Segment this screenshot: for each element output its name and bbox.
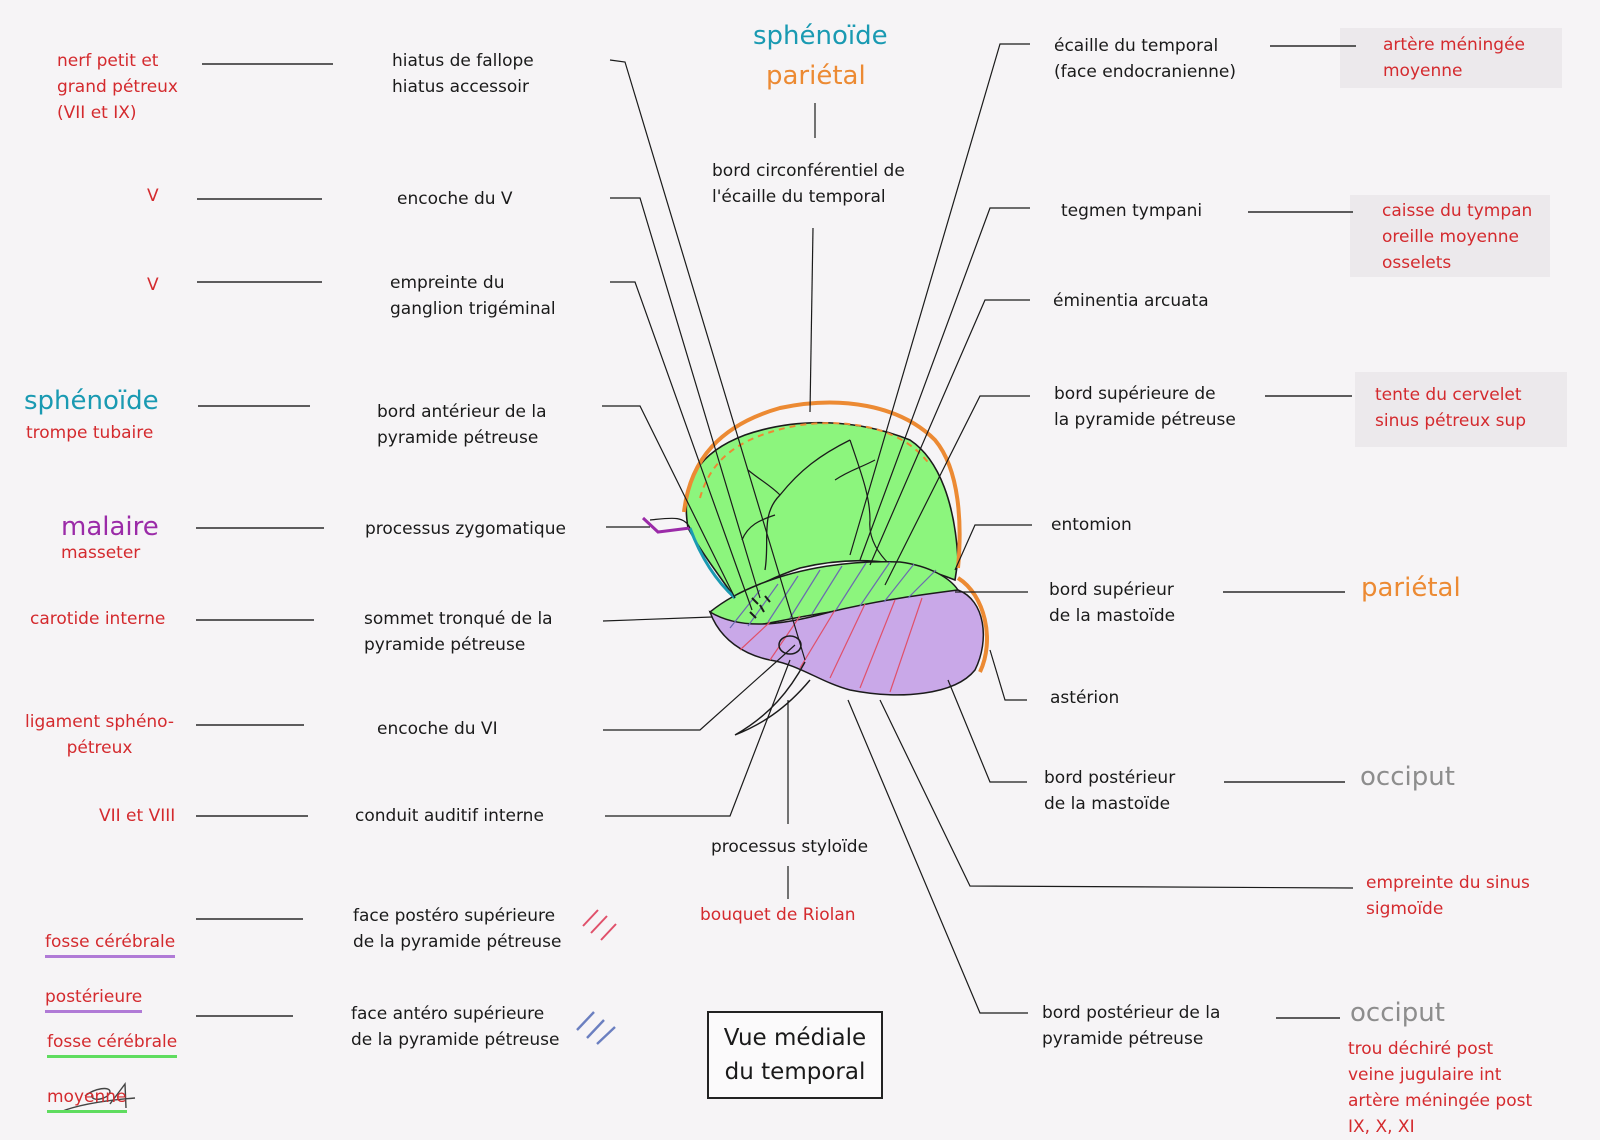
connector-lines — [196, 45, 1356, 1019]
processus-zygomatique-tip — [641, 516, 691, 534]
temporal-bone-drawing — [641, 400, 989, 736]
relation-nerf-petreux: nerf petit et grand pétreux (VII et IX) — [57, 51, 178, 123]
label-processus-styloide: processus styloïde — [711, 837, 869, 857]
bord-mastoide-outline — [956, 576, 989, 673]
relation-sinus-sigmoide: empreinte du sinus sigmoïde — [1366, 873, 1530, 919]
label-bord-sup-pyramide: bord supérieure de la pyramide pétreuse — [1054, 384, 1236, 430]
label-encoche-vi: encoche du VI — [377, 719, 498, 739]
fosse-moyenne-line2: moyenne — [47, 1084, 127, 1113]
label-sommet-tronque: sommet tronqué de la pyramide pétreuse — [364, 609, 553, 655]
figure-title: Vue médiale du temporal — [707, 1011, 883, 1099]
fosse-posterieure-line2: postérieure — [45, 984, 143, 1013]
label-bord-circonferentiel: bord circonférentiel de l'écaille du tem… — [712, 161, 905, 207]
relation-occiput-mastoide: occiput — [1360, 762, 1455, 792]
relation-trompe-tubaire: trompe tubaire — [26, 423, 154, 443]
empreinte-trigeminale — [749, 595, 771, 619]
sillon-vasculaire — [747, 469, 781, 496]
relation-vii-viii: VII et VIII — [99, 806, 176, 826]
label-ecaille: écaille du temporal (face endocranienne) — [1054, 36, 1237, 82]
sillon-vasculaire — [849, 439, 891, 566]
relation-v-encoche: V — [147, 186, 159, 206]
relation-bouquet-riolan: bouquet de Riolan — [700, 905, 856, 925]
label-encoche-v: encoche du V — [397, 189, 513, 209]
relation-background — [1340, 28, 1562, 88]
relation-carotide-interne: carotide interne — [30, 609, 166, 629]
relation-parietal-center: pariétal — [766, 61, 866, 91]
relation-sphenoide-left: sphénoïde — [24, 386, 159, 416]
label-entomion: entomion — [1051, 515, 1132, 535]
label-bord-sup-mastoide: bord supérieur de la mastoïde — [1049, 580, 1176, 626]
label-eminentia-arcuata: éminentia arcuata — [1053, 291, 1209, 311]
sillon-vasculaire — [741, 514, 776, 541]
hachures-rouges — [739, 597, 923, 693]
hachures-bleues — [729, 561, 937, 629]
relation-fosse-posterieure: fosse cérébrale postérieure — [45, 903, 176, 1013]
label-asterion: astérion — [1050, 688, 1120, 708]
relation-ligament-spheno-petreux: ligament sphéno- pétreux — [25, 712, 175, 758]
bord-circonferentiel-inner — [699, 422, 931, 499]
bord-circonferentiel-outline — [682, 400, 962, 569]
relation-masseter: masseter — [61, 543, 141, 563]
sillon-vasculaire — [834, 459, 876, 481]
relation-trou-dechire: trou déchiré post veine jugulaire int ar… — [1348, 1039, 1533, 1137]
relation-caisse-tympan: caisse du tympan oreille moyenne osselet… — [1382, 201, 1533, 273]
label-face-antero-superieure: face antéro supérieure de la pyramide pé… — [351, 1004, 560, 1050]
label-bord-post-mastoide: bord postérieur de la mastoïde — [1044, 768, 1176, 814]
label-empreinte-ganglion: empreinte du ganglion trigéminal — [390, 273, 556, 319]
relation-fosse-moyenne: fosse cérébrale moyenne — [47, 1003, 178, 1113]
label-conduit-auditif: conduit auditif interne — [355, 806, 544, 826]
label-tegmen-tympani: tegmen tympani — [1061, 201, 1203, 221]
label-face-postero-superieure: face postéro supérieure de la pyramide p… — [353, 906, 562, 952]
relation-v-empreinte: V — [147, 275, 159, 295]
leader-lines-bone — [602, 43, 1354, 1014]
bord-anterieur-sphenoide — [688, 527, 737, 600]
legend-red-hatch-icon — [582, 909, 617, 941]
relation-meningee-moyenne: artère méningée moyenne — [1383, 35, 1526, 81]
relation-malaire: malaire — [61, 512, 159, 542]
label-bord-anterieur: bord antérieur de la pyramide pétreuse — [377, 402, 547, 448]
legend-blue-hatch-icon — [576, 1011, 616, 1045]
processus-zygomatique-outline — [649, 517, 691, 529]
relation-background — [1350, 195, 1550, 277]
label-processus-zygomatique: processus zygomatique — [365, 519, 566, 539]
label-bord-post-pyramide: bord postérieur de la pyramide pétreuse — [1042, 1003, 1221, 1049]
relation-parietal-right: pariétal — [1361, 573, 1461, 603]
fosse-moyenne-line1: fosse cérébrale — [47, 1029, 178, 1058]
relation-occiput-pyramide: occiput — [1350, 998, 1445, 1028]
signature — [59, 1082, 136, 1113]
relation-tente-cervelet: tente du cervelet sinus pétreux sup — [1375, 385, 1527, 431]
relation-sphenoide-center: sphénoïde — [753, 21, 888, 51]
fosse-posterieure-line1: fosse cérébrale — [45, 929, 176, 958]
face-antero-superieure — [708, 560, 960, 631]
relation-background — [1355, 372, 1567, 447]
label-hiatus: hiatus de fallope hiatus accessoir — [392, 51, 534, 97]
processus-styloide — [734, 661, 811, 736]
